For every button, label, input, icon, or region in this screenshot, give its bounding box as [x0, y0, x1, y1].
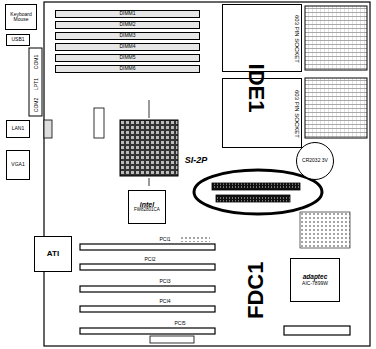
part-label: adaptec — [303, 274, 328, 281]
part-label: intel — [140, 201, 154, 208]
part-label: DIMM4 — [119, 44, 135, 49]
heatsink-clip — [149, 178, 150, 186]
port-box: LAN1 — [6, 120, 30, 138]
part-name: PCI2 — [144, 257, 155, 262]
part-label: VGA1 — [11, 162, 24, 167]
part-label: CR2032 3V — [302, 158, 328, 163]
part-name: COM1 — [33, 55, 38, 69]
cpu-heatsink — [305, 6, 367, 70]
callout-text: FDC1 — [244, 263, 267, 319]
power-connector — [94, 108, 104, 138]
board-outline — [44, 2, 370, 346]
part-label: ATI — [47, 250, 59, 258]
part-label: USB1 — [11, 37, 24, 42]
jumper-field — [300, 212, 350, 248]
port-connector — [29, 48, 42, 116]
scsi-chip: adaptecAIC-7899W — [290, 258, 340, 302]
dimm-slot: DIMM2 — [55, 21, 200, 29]
highlight-ellipse — [194, 170, 322, 214]
part-name: SI-2P — [185, 156, 208, 165]
callout-arrow: IDE1 — [228, 52, 284, 164]
port-box: VGA1 — [6, 150, 30, 180]
chipset: intelFW82801CA — [128, 190, 166, 224]
pci-slot — [80, 244, 215, 250]
scsi-connector — [284, 326, 350, 335]
part-name: LPT1 — [33, 78, 38, 90]
part-label: DIMM2 — [119, 22, 135, 27]
part-label: FW82801CA — [134, 208, 160, 213]
part-name: COM2 — [33, 98, 38, 112]
part-name: PCI4 — [159, 299, 170, 304]
callout-text: 603 PIN SOCKET — [294, 75, 300, 153]
ide-connector — [212, 183, 300, 190]
part-label: DIMM6 — [119, 66, 135, 71]
northbridge-heatsink — [120, 120, 178, 176]
port-box: Keyboard Mouse — [5, 4, 37, 30]
part-name: PCI1 — [159, 237, 170, 242]
jumper-field — [180, 236, 210, 242]
port-housing — [44, 120, 52, 138]
battery: CR2032 3V — [296, 142, 334, 180]
dimm-slot: DIMM1 — [55, 10, 200, 18]
callout-text: 603 PIN SOCKET — [294, 0, 300, 78]
callout-arrow: FDC1 — [228, 205, 284, 337]
callout-text: IDE1 — [244, 60, 267, 116]
dimm-slot: DIMM3 — [55, 32, 200, 40]
part-label: DIMM5 — [119, 55, 135, 60]
dimm-slot: DIMM4 — [55, 43, 200, 51]
video-chip: ATI — [34, 236, 72, 272]
part-label: LAN1 — [12, 126, 25, 131]
port-box: USB1 — [6, 34, 30, 46]
part-label: AIC-7899W — [302, 281, 328, 286]
part-label: Keyboard Mouse — [6, 12, 36, 23]
front-panel-header — [150, 336, 194, 343]
pci-slot — [80, 328, 215, 334]
heatsink-clip — [149, 100, 150, 118]
cpu-socket: 603 PIN SOCKET — [222, 4, 302, 72]
floppy-connector — [216, 195, 290, 202]
part-name: PCI3 — [159, 279, 170, 284]
part-name: PCI5 — [174, 321, 185, 326]
part-label: DIMM1 — [119, 11, 135, 16]
pci-slot — [80, 264, 215, 270]
pci-slot — [80, 306, 215, 312]
dimm-slot: DIMM5 — [55, 54, 200, 62]
dimm-slot: DIMM6 — [55, 65, 200, 73]
part-label: DIMM3 — [119, 33, 135, 38]
cpu-heatsink — [305, 78, 367, 138]
pci-slot — [80, 286, 215, 292]
